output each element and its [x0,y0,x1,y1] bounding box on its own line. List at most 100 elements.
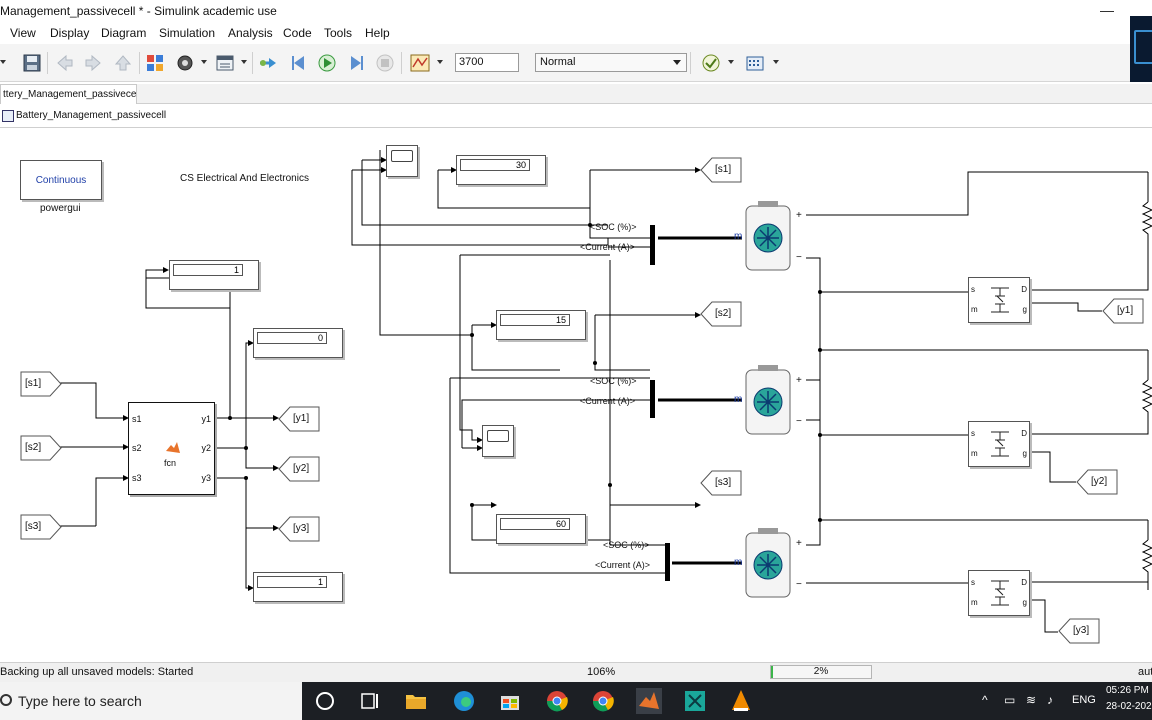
forward-icon[interactable] [83,53,103,73]
run-icon[interactable] [317,53,337,73]
open-dropdown-arrow[interactable] [0,60,6,64]
file-explorer-icon[interactable] [403,688,429,714]
powergui-block[interactable]: Continuous [20,160,102,200]
simulation-mode-select[interactable]: Normal [535,53,687,72]
display-block[interactable]: 60 [496,514,586,544]
build-icon[interactable] [745,53,765,73]
stop-time-input[interactable]: 3700 [455,53,519,72]
minimize-button[interactable]: — [1100,2,1114,18]
menu-diagram[interactable]: Diagram [101,26,147,40]
menu-view[interactable]: View [10,26,36,40]
menu-code[interactable]: Code [283,26,312,40]
save-icon[interactable] [22,53,42,73]
language-indicator[interactable]: ENG [1072,694,1096,706]
menu-help[interactable]: Help [365,26,390,40]
toolbar-separator [139,52,140,74]
goto-tag-label: [y3] [293,523,310,534]
display-block[interactable]: 30 [456,155,546,185]
from-tag-s1[interactable] [20,371,62,397]
scope-icon[interactable] [410,53,430,73]
search-icon [0,694,12,706]
back-icon[interactable] [55,53,75,73]
model-explorer-icon[interactable] [215,53,235,73]
vlc-icon[interactable] [728,688,754,714]
model-settings-icon[interactable] [175,53,195,73]
task-view-icon[interactable] [357,688,383,714]
menu-display[interactable]: Display [50,26,90,40]
display-value: 0 [257,332,327,344]
model-canvas[interactable]: Continuous powergui CS Electrical And El… [0,130,1152,660]
scope-dropdown-arrow[interactable] [437,60,443,64]
battery-plus: + [796,538,802,549]
from-tag-label: [y2] [1091,476,1108,487]
up-icon[interactable] [113,53,133,73]
battery-icon [745,201,791,271]
battery-block[interactable] [743,364,793,436]
menu-simulation[interactable]: Simulation [159,26,216,40]
mosfet-port-d: D [1021,285,1027,294]
breadcrumb-model[interactable]: Battery_Management_passivecell [16,110,167,121]
goto-tag-s3[interactable] [700,470,742,496]
display-block[interactable]: 0 [253,328,343,358]
solver-indicator[interactable]: aut [1138,666,1152,678]
scope-block[interactable] [386,145,418,177]
zoom-level[interactable]: 106% [587,666,616,678]
check-icon[interactable] [701,53,721,73]
chrome-profile-icon[interactable] [590,688,616,714]
taskbar-search[interactable] [0,682,302,720]
scope-block[interactable] [482,425,514,457]
wifi-icon[interactable]: ≋ [1026,693,1037,707]
chevron-up-icon[interactable]: ^ [982,693,988,707]
chevron-down-icon[interactable] [673,60,681,65]
edge-icon[interactable] [451,688,477,714]
goto-tag-s2[interactable] [700,301,742,327]
volume-icon[interactable]: ♪ [1047,693,1053,707]
from-tag-s2[interactable] [20,435,62,461]
stop-icon[interactable] [375,53,395,73]
display-block[interactable]: 1 [169,260,259,290]
app-icon[interactable] [682,688,708,714]
matlab-function-block[interactable]: s1 s2 s3 y1 y2 y3 fcn [128,402,215,495]
chrome-icon[interactable] [544,688,570,714]
cortana-icon[interactable] [312,688,338,714]
matlab-icon[interactable] [636,688,662,714]
goto-tag-y1[interactable] [278,406,320,432]
goto-tag-y3[interactable] [278,516,320,542]
from-tag-y2[interactable] [1076,469,1118,495]
battery-tray-icon[interactable]: ▭ [1004,693,1016,707]
goto-tag-s1[interactable] [700,157,742,183]
battery-block[interactable] [743,200,793,272]
toolbar [0,44,1130,82]
tray-time[interactable]: 05:26 PM [1106,685,1149,696]
build-dropdown-arrow[interactable] [773,60,779,64]
battery-plus: + [796,375,802,386]
library-browser-icon[interactable] [145,53,165,73]
explorer-dropdown-arrow[interactable] [241,60,247,64]
goto-tag-label: [y1] [293,413,310,424]
mosfet-port-s: s [971,285,975,294]
search-placeholder[interactable]: Type here to search [18,693,142,709]
bus-label-current: <Current (A)> [580,396,636,406]
from-tag-y1[interactable] [1102,298,1144,324]
store-icon[interactable] [497,688,523,714]
from-tag-s3[interactable] [20,514,62,540]
mosfet-block[interactable]: s D m g [968,421,1030,467]
model-tab[interactable]: ttery_Management_passivecell [0,84,137,104]
display-block[interactable]: 1 [253,572,343,602]
menu-tools[interactable]: Tools [324,26,353,40]
menu-analysis[interactable]: Analysis [228,26,273,40]
display-block[interactable]: 15 [496,310,586,340]
battery-block[interactable] [743,527,793,599]
update-diagram-icon[interactable] [258,53,278,73]
bus-label-current: <Current (A)> [580,242,636,252]
step-forward-icon[interactable] [346,53,366,73]
mosfet-block[interactable]: s D m g [968,570,1030,616]
step-back-icon[interactable] [289,53,309,73]
goto-tag-y2[interactable] [278,456,320,482]
mosfet-block[interactable]: s D m g [968,277,1030,323]
tray-date[interactable]: 28-02-202 [1106,701,1152,712]
mosfet-port-m: m [971,449,978,458]
check-dropdown-arrow[interactable] [728,60,734,64]
from-tag-y3[interactable] [1058,618,1100,644]
settings-dropdown-arrow[interactable] [201,60,207,64]
